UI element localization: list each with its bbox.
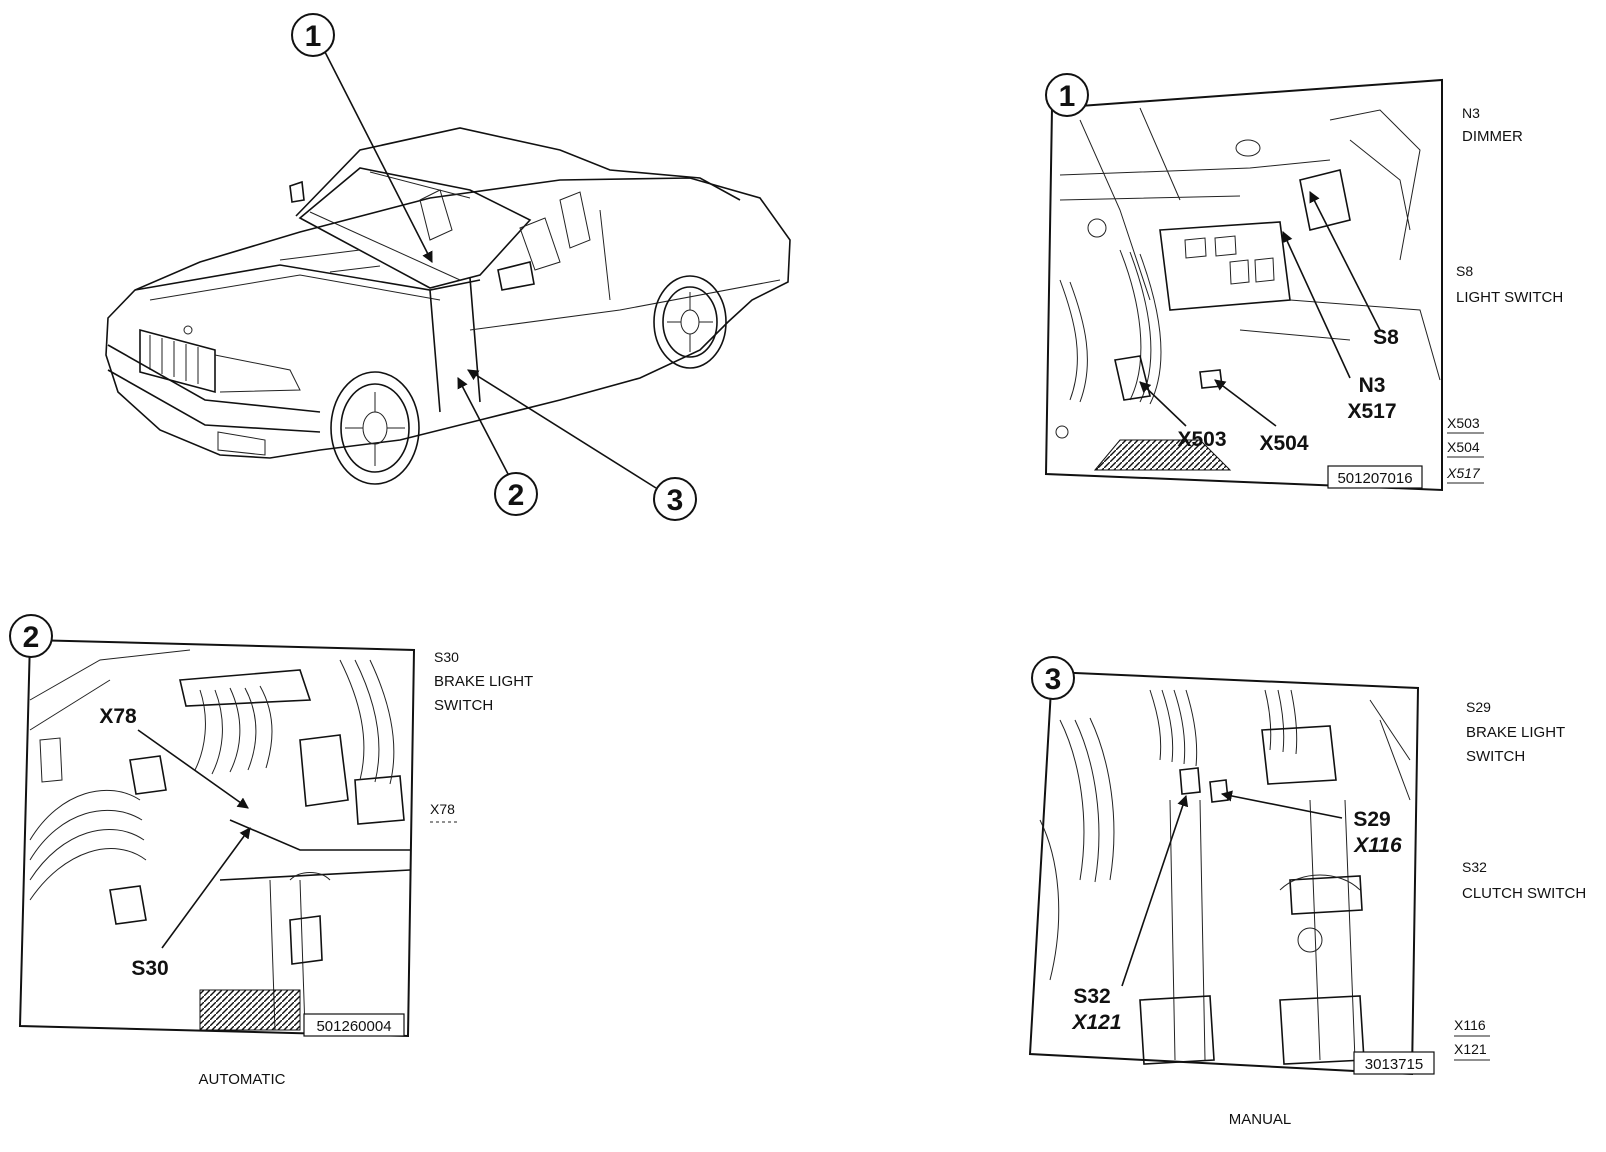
legend-s29-text-b: SWITCH: [1466, 748, 1525, 765]
label-s32: S32: [1073, 985, 1110, 1008]
arrow-x78: [137, 729, 249, 809]
legend-s30-text-b: SWITCH: [434, 697, 493, 714]
callout-3: 3: [653, 477, 697, 521]
legend-n3-text: DIMMER: [1462, 128, 1523, 145]
callout-2: 2: [494, 472, 538, 516]
label-x78: X78: [99, 705, 137, 728]
arrow-n3-x517: [1282, 230, 1351, 379]
legend-s32-text: CLUTCH SWITCH: [1462, 885, 1586, 902]
label-x517: X517: [1347, 400, 1396, 423]
legend-x517: X517: [1446, 465, 1481, 481]
panel3-caption: MANUAL: [1229, 1111, 1292, 1128]
panel2-figure-code-box: [303, 1013, 405, 1037]
arrow-x503: [1139, 381, 1187, 427]
label-x504: X504: [1259, 432, 1308, 455]
leader-arrow-3: [467, 369, 657, 489]
panel2-caption: AUTOMATIC: [199, 1071, 286, 1088]
legend-s30-text-a: BRAKE LIGHT: [434, 673, 533, 690]
panel1-figure-code: 501207016: [1337, 470, 1412, 487]
panel3-figure-code: 3013715: [1365, 1056, 1423, 1073]
legend-s8-text: LIGHT SWITCH: [1456, 289, 1563, 306]
svg-text:3: 3: [667, 484, 684, 517]
panel1-figure-code-box: [1327, 465, 1423, 489]
car-illustration: [105, 127, 791, 485]
panel2-illustration: [29, 649, 411, 1031]
panel3-number: 3: [1031, 656, 1075, 700]
label-s8: S8: [1373, 326, 1399, 349]
legend-s32-code: S32: [1462, 859, 1487, 875]
svg-text:2: 2: [23, 621, 40, 654]
label-x121: X121: [1071, 1011, 1121, 1034]
legend-s29-code: S29: [1466, 699, 1491, 715]
panel2-figure-code: 501260004: [316, 1018, 391, 1035]
svg-text:2: 2: [508, 479, 525, 512]
legend-s30-code: S30: [434, 649, 459, 665]
detail-panel-2: 2 X78 S30 501260004 S30 BRAKE LIGHT SWIT…: [9, 614, 533, 1088]
label-s29: S29: [1353, 808, 1390, 831]
svg-text:1: 1: [1059, 80, 1076, 113]
label-s30: S30: [131, 957, 168, 980]
label-x116: X116: [1353, 834, 1402, 857]
arrow-s29-x116: [1220, 790, 1343, 819]
legend-s29-text-a: BRAKE LIGHT: [1466, 724, 1565, 741]
legend-x503: X503: [1447, 415, 1480, 431]
label-n3: N3: [1359, 374, 1386, 397]
legend-x78: X78: [430, 801, 455, 817]
panel2-number: 2: [9, 614, 53, 658]
svg-text:1: 1: [305, 20, 322, 53]
panel1-number: 1: [1045, 73, 1089, 117]
svg-text:3: 3: [1045, 663, 1062, 696]
car-overview: 1 2 3: [105, 13, 791, 521]
leader-arrow-2: [457, 377, 509, 475]
legend-x504: X504: [1447, 439, 1480, 455]
arrow-s8: [1309, 191, 1381, 331]
arrow-s30: [161, 827, 251, 949]
panel3-figure-code-box: [1353, 1051, 1435, 1075]
callout-1: 1: [291, 13, 335, 57]
legend-n3-code: N3: [1462, 105, 1480, 121]
legend-s8-code: S8: [1456, 263, 1473, 279]
detail-panel-1: 1 S8 N3 X517 X503 X504 501207016 N3 DIMM…: [1044, 73, 1563, 492]
detail-panel-3: 3 S29 X116 S32 X121 3013715 S29 BRAKE LI…: [1028, 656, 1586, 1128]
arrow-x504: [1214, 379, 1277, 427]
arrow-s32-x121: [1121, 794, 1189, 987]
legend-x116: X116: [1454, 1017, 1486, 1033]
leader-arrow-1: [324, 51, 433, 263]
panel3-illustration: [1039, 689, 1411, 1065]
label-x503: X503: [1177, 428, 1226, 451]
panel1-illustration: [1055, 107, 1441, 471]
legend-x121: X121: [1454, 1041, 1487, 1057]
